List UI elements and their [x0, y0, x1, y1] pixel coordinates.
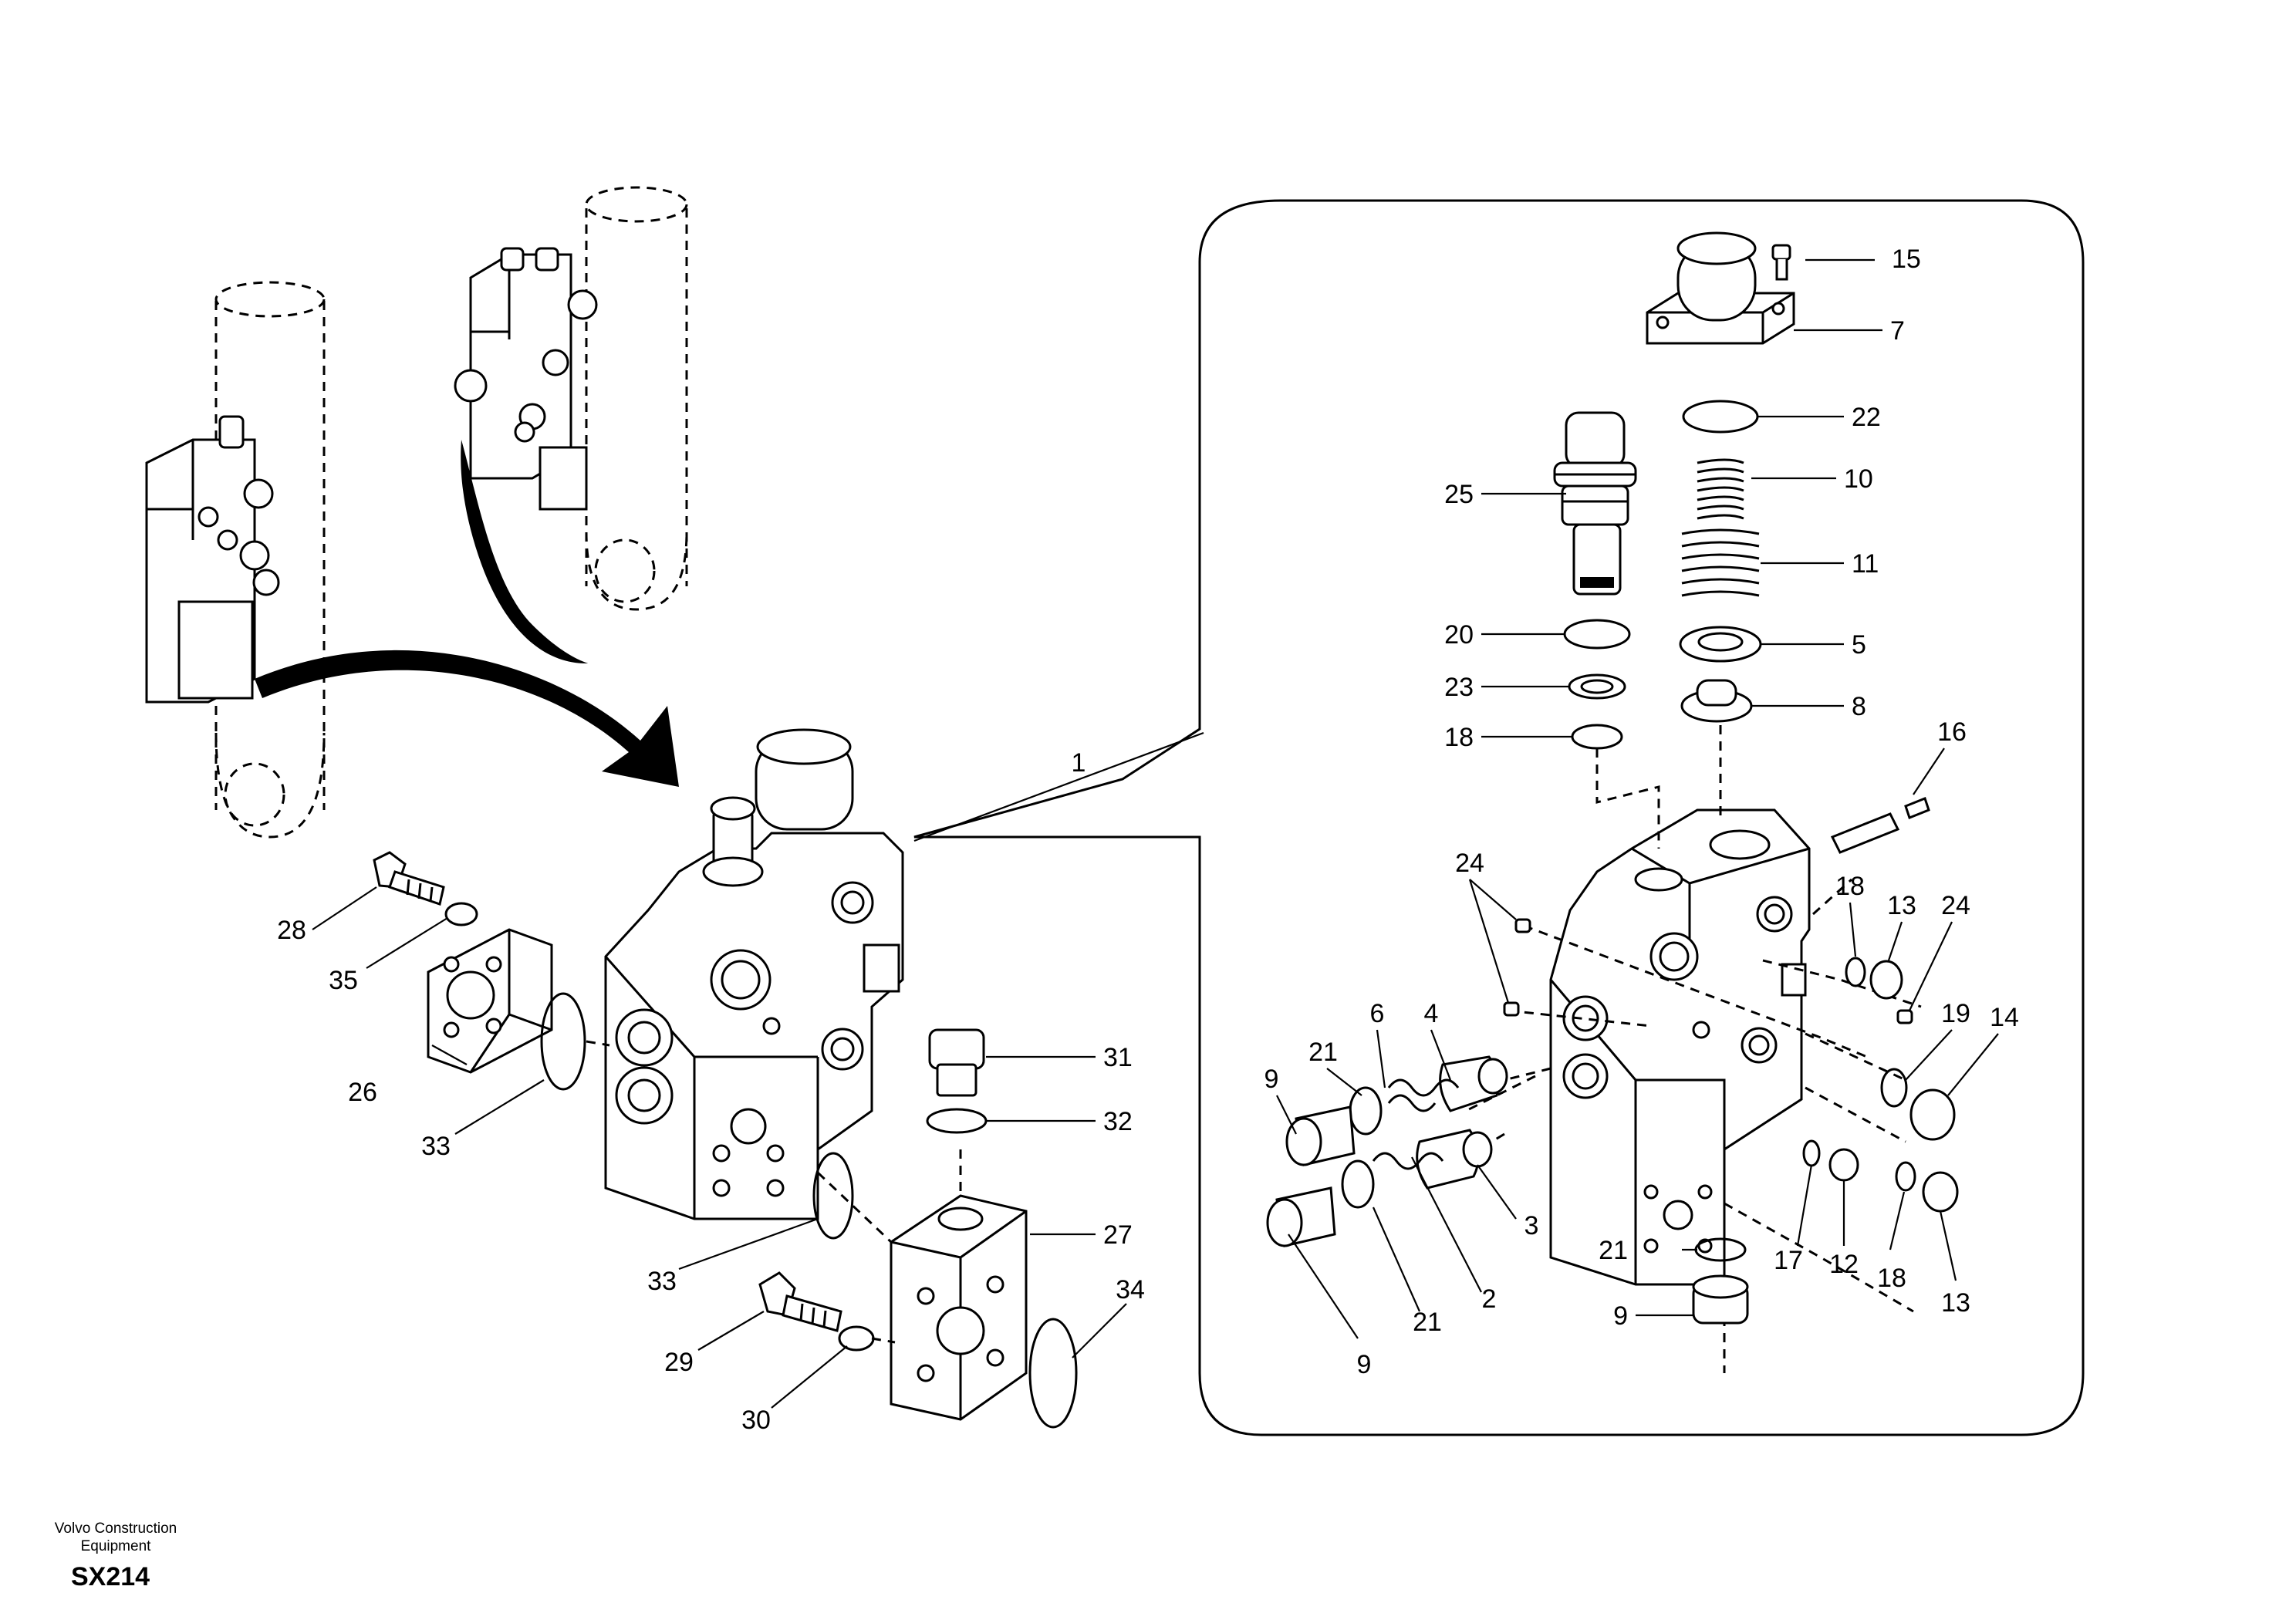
callout-33: 33 [421, 1132, 451, 1161]
callout-24: 24 [1941, 891, 1970, 920]
callout-18: 18 [1444, 723, 1474, 752]
callout-4: 4 [1424, 999, 1439, 1028]
company-name-line1: Volvo Construction [54, 1520, 177, 1537]
spring-seat-5 [1679, 626, 1762, 663]
callout-29: 29 [664, 1348, 694, 1377]
callout-34: 34 [1116, 1275, 1145, 1304]
callout-13: 13 [1941, 1288, 1970, 1318]
callout-31: 31 [1103, 1043, 1133, 1072]
company-name: Volvo Construction Equipment [31, 1520, 201, 1555]
callout-9: 9 [1264, 1065, 1279, 1094]
callout-30: 30 [741, 1406, 771, 1435]
right-cylinder-sketch [585, 186, 688, 611]
screw-15 [1771, 244, 1791, 281]
o-ring-33-center [812, 1152, 854, 1240]
spacer-block-27 [816, 1149, 1028, 1421]
callout-10: 10 [1844, 464, 1873, 494]
callout-35: 35 [329, 966, 358, 995]
washer-35 [444, 902, 478, 926]
company-name-line2: Equipment [80, 1538, 151, 1554]
o-ring-32 [926, 1108, 988, 1134]
callout-3: 3 [1524, 1211, 1539, 1240]
callout-14: 14 [1990, 1003, 2019, 1032]
callout-23: 23 [1444, 673, 1474, 702]
callout-5: 5 [1852, 630, 1866, 660]
callout-15: 15 [1892, 245, 1921, 274]
callout-9: 9 [1357, 1350, 1372, 1379]
leader-lines [312, 258, 1999, 1409]
o-ring-22 [1682, 400, 1759, 434]
relief-valve-25 [1553, 411, 1637, 596]
callout-12: 12 [1829, 1250, 1859, 1279]
left-cylinder-sketch [214, 281, 326, 839]
callout-11: 11 [1852, 549, 1879, 579]
detail-valve-body [1549, 808, 1811, 1286]
callout-2: 2 [1482, 1284, 1497, 1314]
bolt-29 [758, 1271, 842, 1332]
callout-8: 8 [1852, 692, 1866, 721]
callout-1: 1 [1072, 748, 1086, 778]
callout-18: 18 [1877, 1264, 1906, 1293]
callout-21: 21 [1413, 1308, 1442, 1337]
solenoid-cap-7 [1646, 231, 1795, 345]
callout-25: 25 [1444, 480, 1474, 509]
o-ring-20 [1563, 619, 1631, 650]
spool-8 [1680, 679, 1753, 723]
callout-22: 22 [1852, 403, 1881, 432]
callout-32: 32 [1103, 1107, 1133, 1136]
callout-24: 24 [1455, 849, 1484, 878]
detail-frame [913, 199, 2085, 1436]
callout-17: 17 [1774, 1246, 1803, 1275]
callout-21: 21 [1599, 1236, 1628, 1265]
o-ring-23 [1568, 673, 1626, 700]
callout-26: 26 [348, 1078, 377, 1107]
callout-6: 6 [1370, 999, 1385, 1028]
spring-11 [1681, 528, 1760, 597]
callout-9: 9 [1613, 1301, 1628, 1331]
flange-plate-26 [427, 928, 553, 1074]
main-valve-block [604, 728, 904, 1220]
o-ring-18-top [1571, 724, 1623, 750]
washer-30 [838, 1325, 896, 1352]
callout-16: 16 [1937, 717, 1967, 747]
o-ring-34 [1028, 1318, 1078, 1429]
spring-10 [1697, 458, 1744, 520]
callout-21: 21 [1308, 1038, 1338, 1067]
plug-31 [928, 1028, 985, 1097]
callout-labels: 1 15 7 22 25 10 11 20 5 23 8 18 16 24 18… [277, 245, 2019, 1435]
diagram-code: SX214 [71, 1562, 150, 1591]
callout-18: 18 [1835, 872, 1865, 901]
callout-7: 7 [1890, 316, 1905, 346]
callout-20: 20 [1444, 620, 1474, 650]
left-valve-sketch [145, 415, 280, 704]
bolt-28 [373, 851, 445, 906]
callout-28: 28 [277, 916, 306, 945]
callout-33: 33 [647, 1267, 677, 1296]
callout-13: 13 [1887, 891, 1916, 920]
o-ring-33-left [540, 992, 610, 1091]
right-valve-sketch [454, 247, 598, 511]
spool-parts-left [1266, 1055, 1508, 1247]
arrow-icon [255, 440, 679, 787]
callout-27: 27 [1103, 1220, 1133, 1250]
callout-19: 19 [1941, 999, 1970, 1028]
